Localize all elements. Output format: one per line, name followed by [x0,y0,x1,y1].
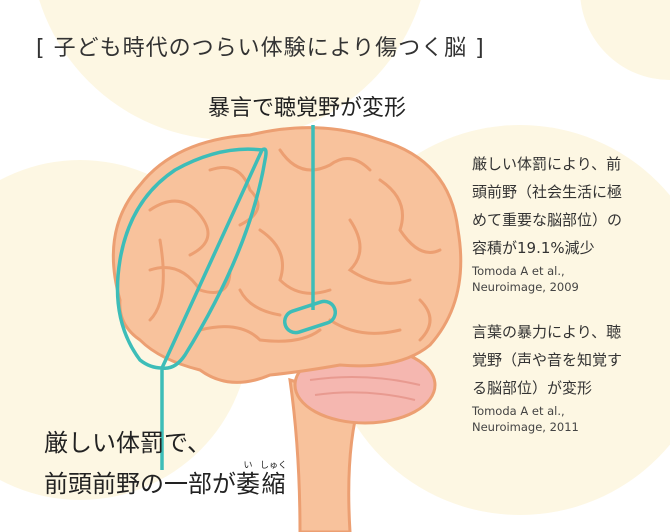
frontal-highlight [115,147,268,470]
auditory-highlight [282,125,338,335]
page-title: [ 子ども時代のつらい体験により傷つく脳 ] [36,36,485,61]
bg-circle [39,0,421,140]
note-frontal: 厳しい体罰により、前頭前野（社会生活に極めて重要な脳部位）の容積が19.1%減少 [472,155,623,257]
auditory-label: 暴言で聴覚野が変形 [208,96,407,121]
reference-2011: Tomoda A et al.,Neuroimage, 2011 [472,404,579,434]
note-auditory: 言葉の暴力により、聴覚野（声や音を知覚する脳部位）が変形 [472,323,623,397]
frontal-label: 厳しい体罰で、 前頭前野の一部が萎い縮しゅく [44,429,288,498]
reference-2009: Tomoda A et al.,Neuroimage, 2009 [472,264,579,294]
bg-circle [580,0,670,80]
brain [111,126,463,384]
